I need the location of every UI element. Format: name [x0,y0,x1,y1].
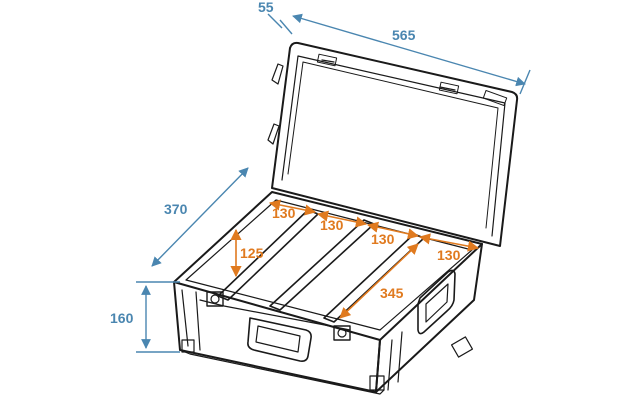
front-handle [247,317,312,362]
side-handle [417,269,456,335]
dim-label-inner-length: 345 [380,285,404,301]
inner-dimensions [230,199,480,319]
outer-dimensions [136,13,531,353]
dim-label-compartment-3: 130 [371,231,395,247]
latch-left [206,291,224,307]
dim-line-130-2 [316,210,368,228]
dim-line-565 [292,13,526,87]
case-lid [267,41,519,247]
dim-line-345 [339,243,419,319]
dim-label-compartment-4: 130 [437,247,461,263]
dim-label-compartment-2: 130 [320,217,344,233]
dim-label-inner-height: 125 [240,245,264,261]
dim-label-lid-depth: 55 [258,0,274,15]
dim-line-130-3 [366,221,420,240]
dim-line-130-4 [418,233,480,252]
corner-feet [181,336,474,391]
dim-line-370 [151,167,249,267]
latch-right [333,325,351,341]
dim-label-height: 160 [110,310,134,326]
dim-label-length: 565 [392,27,416,43]
dim-label-width: 370 [164,201,188,217]
dim-line-130-1 [268,199,317,216]
dim-line-55 [279,19,293,35]
dim-label-compartment-1: 130 [272,205,296,221]
